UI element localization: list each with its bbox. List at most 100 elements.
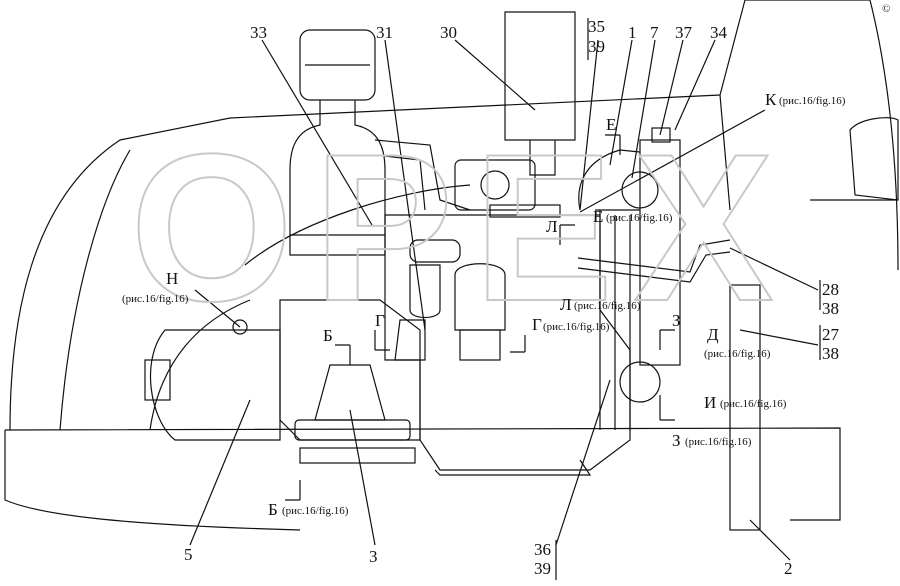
section-l-mid-ref: (рис.16/fig.16): [574, 300, 641, 312]
fan-pulley: [621, 171, 659, 209]
section-e-mid-ref: (рис.16/fig.16): [606, 212, 673, 224]
arrow-g2: [510, 335, 526, 353]
section-i-ref: (рис.16/fig.16): [720, 398, 787, 410]
leader-35: [579, 39, 599, 211]
section-g-right-ref: (рис.16/fig.16): [543, 321, 610, 333]
callout-35: 35: [588, 17, 605, 36]
leader-31: [384, 39, 426, 331]
air-cleaner-body: [289, 100, 386, 256]
leader-28: [729, 247, 819, 291]
watermark: OPEX: [130, 110, 794, 345]
leader-3: [349, 409, 376, 546]
leader-k: [579, 109, 766, 213]
leader-33: [261, 39, 373, 226]
callout-3: 3: [369, 547, 378, 566]
arrow-z: [659, 329, 675, 350]
leader-1: [609, 39, 633, 166]
arrow-l: [559, 224, 575, 245]
callout-37: 37: [675, 23, 693, 42]
turbo-wheel: [480, 170, 510, 200]
section-e-top: Е: [606, 115, 616, 134]
drain-plug-n: [232, 319, 248, 335]
arrow-g: [374, 330, 390, 351]
oil-filter: [454, 263, 506, 331]
frame-line: [4, 427, 841, 521]
tank-30: [504, 11, 576, 141]
leader-5: [189, 399, 251, 546]
leader-37: [659, 39, 684, 136]
section-z-bottom: З: [672, 431, 681, 450]
radiator-tank: [639, 139, 681, 366]
frame-bottom: [4, 430, 301, 531]
cab-window: [849, 117, 899, 201]
callout-36: 36: [534, 540, 551, 559]
callout-2: 2: [784, 559, 793, 578]
fuel-pump: [394, 319, 426, 361]
section-b-top: Б: [323, 326, 333, 345]
section-k-ref: (рис.16/fig.16): [779, 95, 846, 107]
tank-neck: [529, 140, 556, 176]
cab-outline: [745, 0, 899, 271]
turbo-housing: [454, 159, 536, 211]
section-n-ref: (рис.16/fig.16): [122, 293, 189, 305]
turbo-flange: [489, 204, 561, 218]
leader-7: [631, 39, 656, 179]
callout-1: 1: [628, 23, 637, 42]
leader-36: [555, 379, 611, 546]
leader-2: [749, 519, 791, 561]
hood-outline: [9, 0, 746, 431]
section-l-top: Л: [546, 217, 558, 236]
section-b-bottom-ref: (рис.16/fig.16): [282, 505, 349, 517]
upper-hose: [578, 149, 641, 211]
leader-n: [194, 289, 241, 328]
callout-38-upper: 38: [822, 299, 839, 318]
valve-cover: [409, 239, 461, 263]
gearbox: [149, 329, 281, 441]
radiator-core: [595, 209, 640, 430]
section-z-top: З: [672, 311, 681, 330]
section-g-right: Г: [532, 315, 542, 334]
callout-27: 27: [822, 325, 840, 344]
callout-28: 28: [822, 280, 839, 299]
section-g-left: Г: [375, 311, 385, 330]
mount-base: [294, 419, 411, 441]
section-z-bottom-ref: (рис.16/fig.16): [685, 436, 752, 448]
section-d: Д: [707, 325, 719, 344]
fan-hub: [619, 361, 661, 403]
pipe-2: [729, 284, 761, 531]
section-k: К: [765, 90, 777, 109]
callout-7: 7: [650, 23, 659, 42]
hood-edge: [719, 94, 731, 211]
hood-line-2: [59, 149, 131, 431]
section-i: И: [704, 393, 716, 412]
lower-pipe: [577, 239, 731, 283]
arrow-b: [335, 344, 351, 365]
gearbox-end: [144, 359, 171, 401]
air-cleaner-cap: [299, 29, 376, 101]
filter-base: [459, 329, 501, 361]
leader-30: [454, 39, 536, 111]
arrow-e: [605, 134, 621, 155]
oil-sump: [434, 459, 592, 476]
callout-5: 5: [184, 545, 193, 564]
callout-33: 33: [250, 23, 267, 42]
fuel-filter-1: [409, 264, 441, 319]
section-b-bottom: Б: [268, 500, 278, 519]
callout-39-top: 39: [588, 37, 605, 56]
section-d-ref: (рис.16/fig.16): [704, 348, 771, 360]
radiator-cap: [651, 127, 671, 143]
arrow-b-bot: [285, 480, 301, 501]
callout-31: 31: [376, 23, 393, 42]
leader-34: [674, 39, 716, 131]
corner-mark: ©: [882, 3, 890, 15]
callout-30: 30: [440, 23, 457, 42]
hood-arc: [244, 184, 471, 266]
callout-34: 34: [710, 23, 728, 42]
section-e-mid: Е: [593, 207, 603, 226]
arrow-z-bot: [659, 395, 675, 421]
section-l-mid: Л: [560, 295, 572, 314]
section-n: Н: [166, 269, 178, 288]
leader-27: [739, 329, 819, 346]
